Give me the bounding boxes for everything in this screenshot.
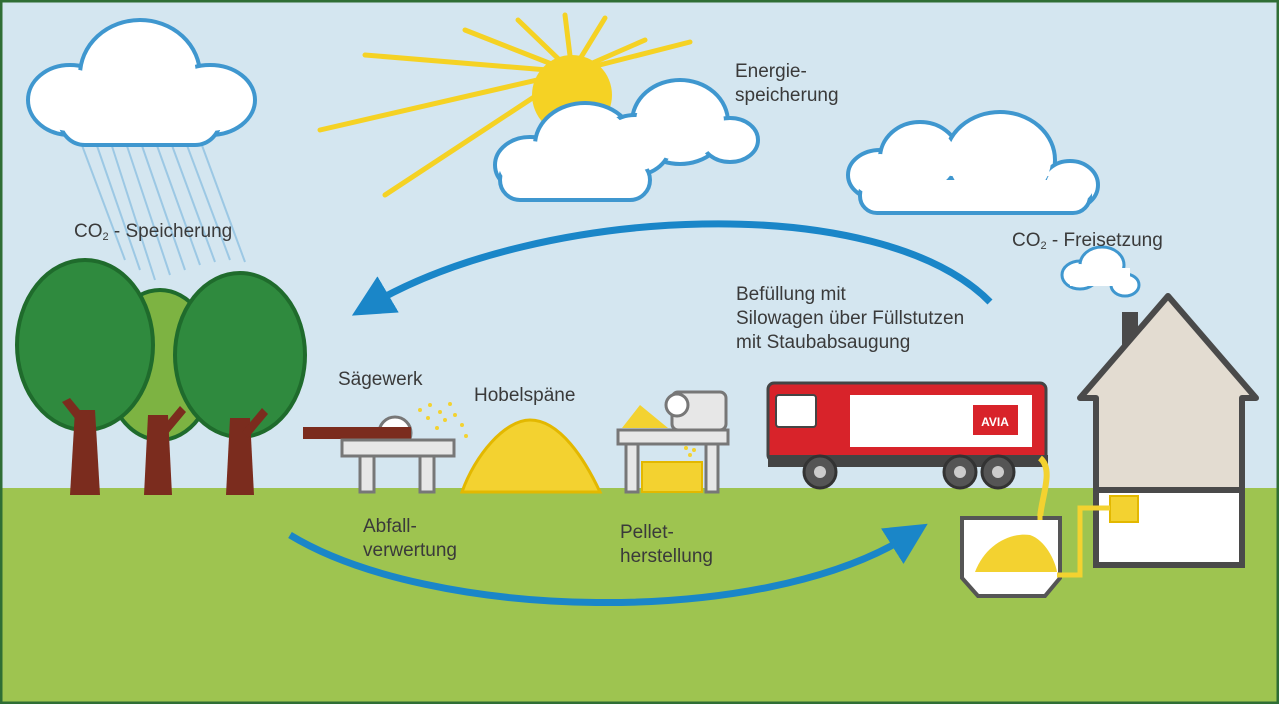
cloud-icon [846,110,1100,215]
ground [0,488,1279,704]
pellet-label: Pellet- herstellung [620,521,713,569]
waste-line-1: Abfall- [363,516,417,537]
waste-label: Abfall- verwertung [363,515,457,563]
truck-logo-text: AVIA [981,415,1009,429]
cycle-arrow-bottom [288,523,928,606]
shavings-label: Hobelspäne [474,385,576,406]
co2-release-label: CO2 - Freisetzung [1012,230,1163,252]
energy-storage-line-1: Energie- [735,61,807,82]
energy-storage-line-2: speicherung [735,85,839,106]
truck-logo [973,405,1018,435]
filling-line-3: mit Staubabsaugung [736,332,911,353]
pellet-line-1: Pellet- [620,522,674,543]
sawmill-label: Sägewerk [338,369,423,390]
filling-line-1: Befüllung mit [736,284,846,305]
pellet-machine-icon [616,390,730,494]
house-icon [1077,293,1259,568]
energy-storage-label: Energie- speicherung [735,60,839,108]
cloud-icon [493,78,760,202]
wood-shavings-pile [459,418,603,494]
silo-truck-icon [766,381,1048,490]
rain-cloud-icon [26,18,257,281]
cycle-arrow-top [351,220,993,316]
sawmill-icon [303,402,468,494]
filling-hose [1037,455,1050,521]
pellet-storage-icon [960,505,1110,598]
filling-label: Befüllung mit Silowagen über Füllstutzen… [736,283,964,355]
waste-line-2: verwertung [363,540,457,561]
smoke-cloud-icon [1060,245,1141,298]
filling-line-2: Silowagen über Füllstutzen [736,308,965,329]
trees-icon [15,258,307,495]
pellet-line-2: herstellung [620,546,713,567]
co2-storage-label: CO2 - Speicherung [74,221,233,243]
